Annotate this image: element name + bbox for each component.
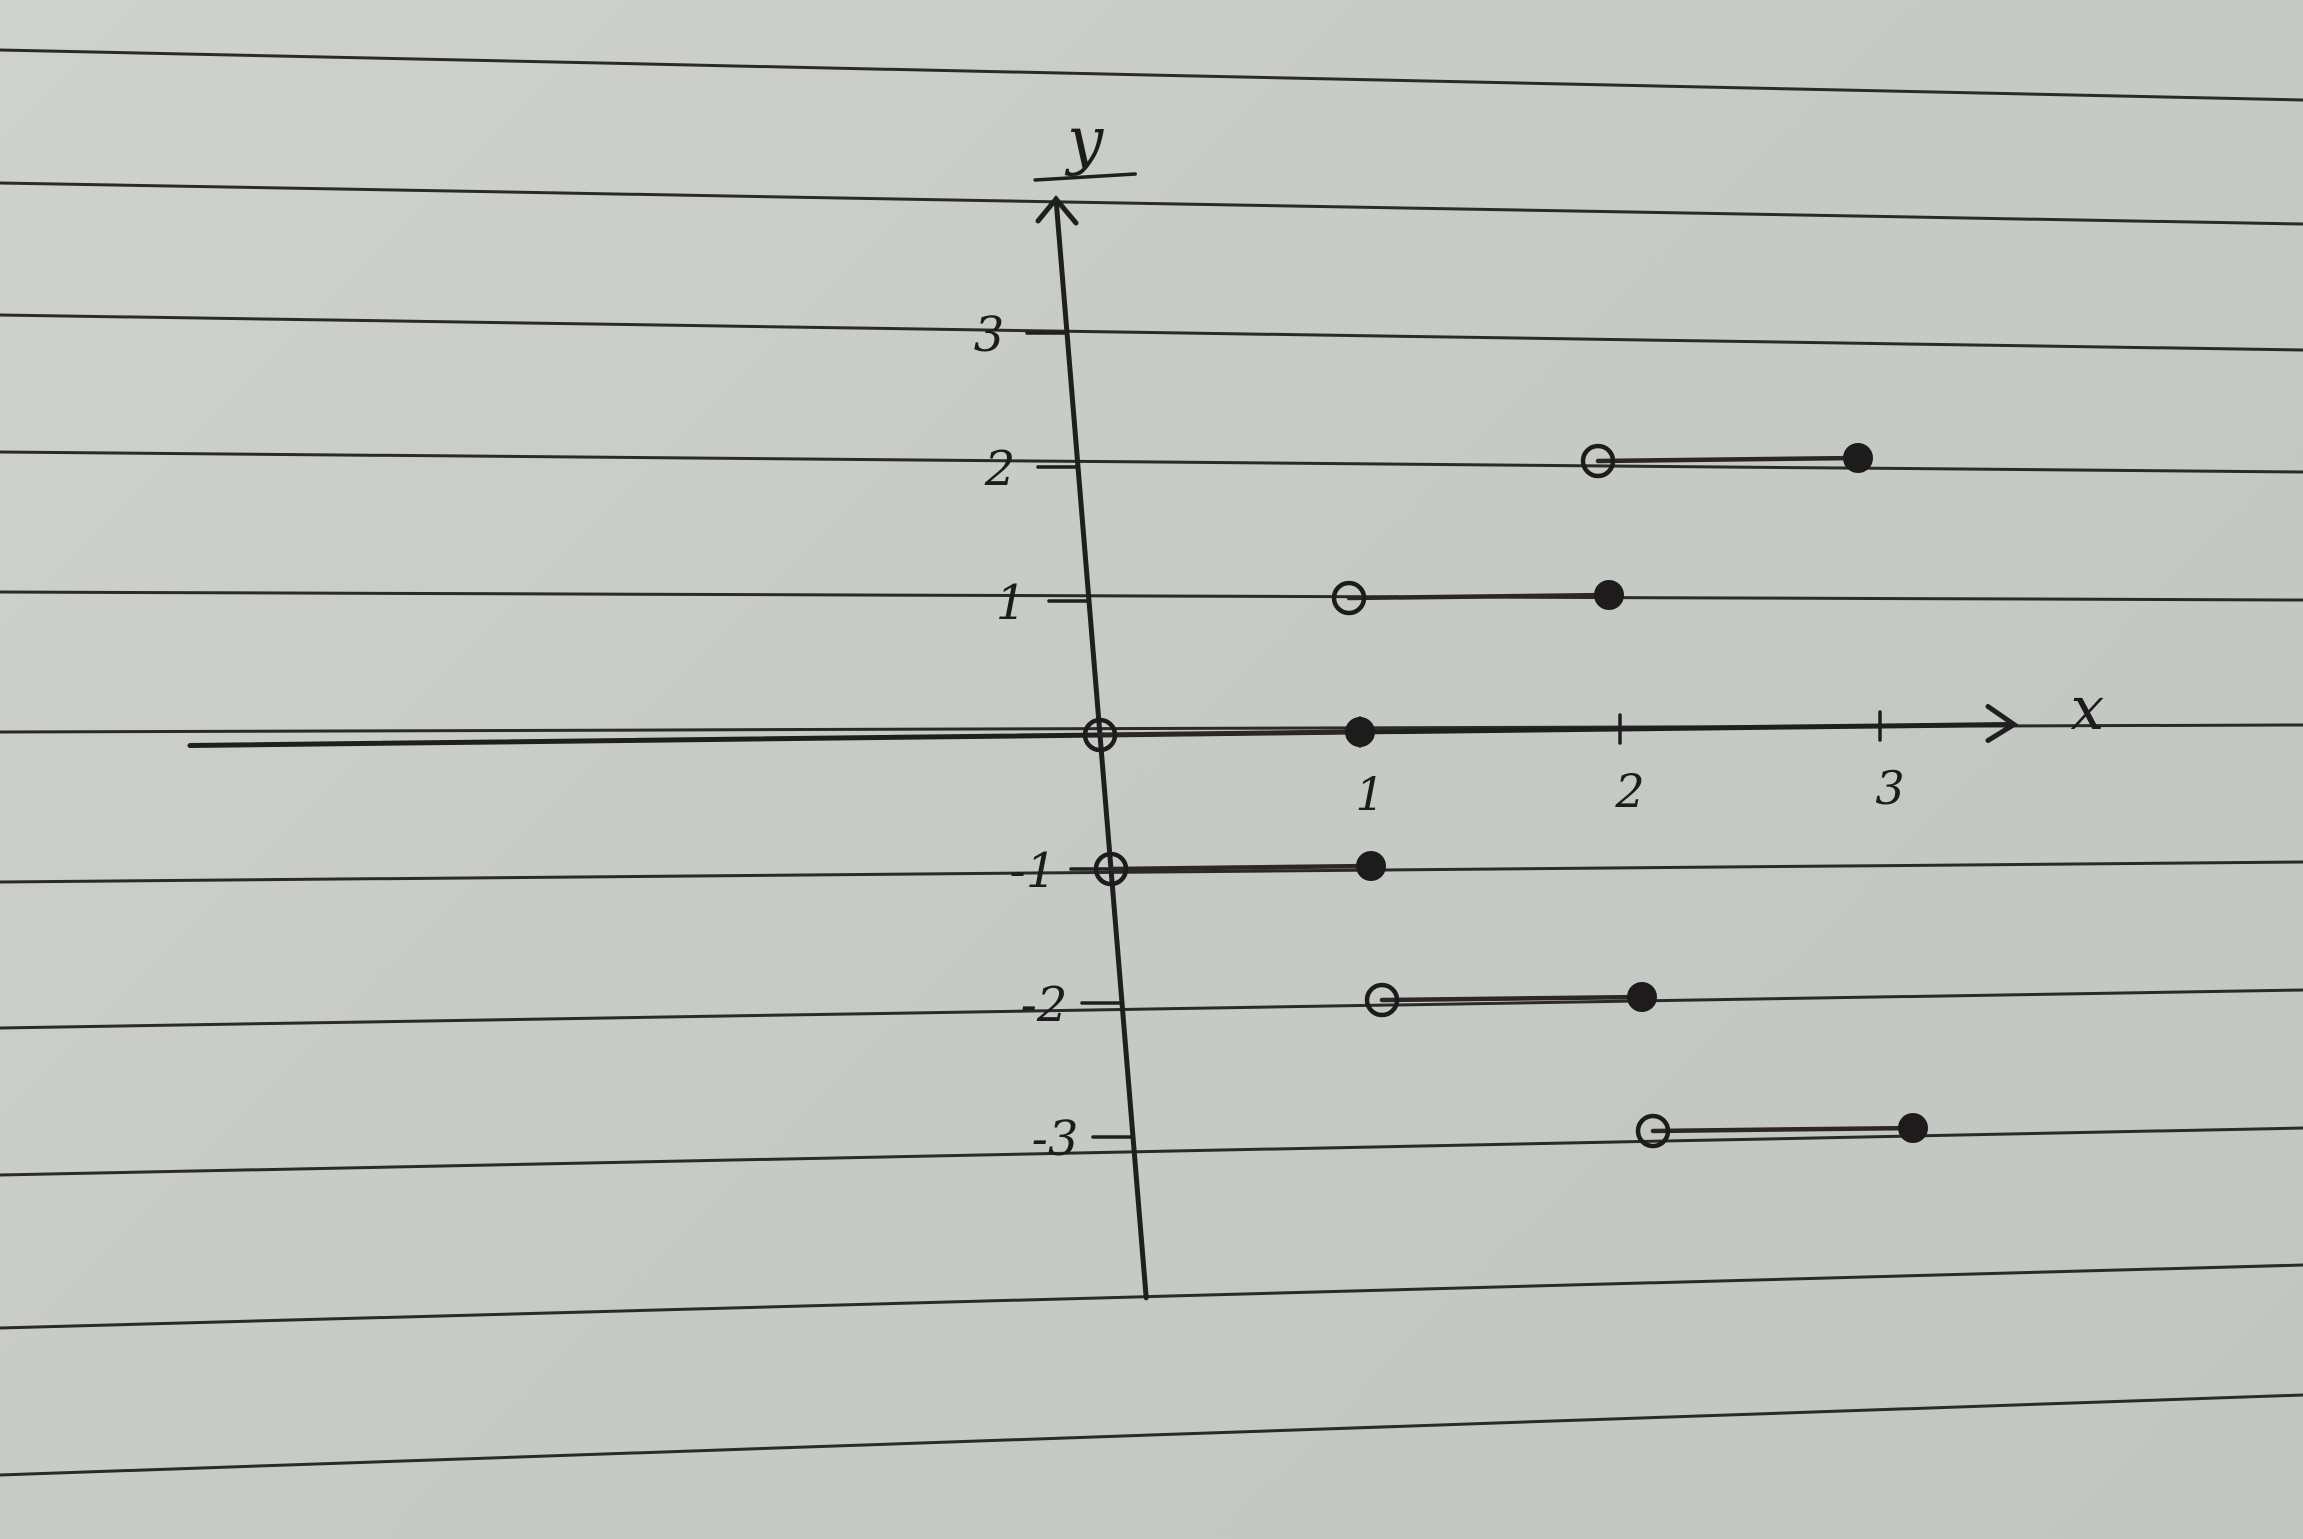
closed-endpoint-end (1627, 982, 1657, 1012)
x-tick-label: 2 (1614, 764, 1644, 818)
ruled-line (0, 988, 2303, 1030)
ruled-line (0, 1393, 2303, 1477)
y-tick-label: -2 (1021, 977, 1068, 1033)
y-axis-arrowhead (1035, 195, 1079, 226)
ruled-line (0, 860, 2303, 884)
closed-endpoint-end (1594, 580, 1624, 610)
step-segments (1082, 443, 1928, 1149)
x-tick-label: 3 (1875, 761, 1904, 815)
closed-endpoint-end (1345, 717, 1375, 747)
open-endpoint-start (1580, 443, 1616, 479)
step-segment-5 (1635, 1113, 1928, 1149)
closed-endpoint-end (1898, 1113, 1928, 1143)
ruled-line (0, 48, 2303, 102)
step-segment-3 (1093, 851, 1386, 887)
segment-line (1097, 729, 1363, 738)
y-tick-label: 2 (984, 441, 1016, 497)
x-tick-label: 1 (1355, 767, 1384, 821)
closed-endpoint-end (1843, 443, 1873, 473)
axis-labels: 1 2 3 3 2 1 -1 -2 -3 x y (974, 104, 2105, 1167)
open-endpoint-start (1082, 717, 1118, 753)
open-endpoint-start (1635, 1113, 1671, 1149)
open-endpoint-start (1364, 982, 1400, 1018)
open-endpoint-start (1331, 580, 1367, 616)
ruled-line (0, 450, 2303, 474)
y-tick-label: -3 (1032, 1111, 1079, 1167)
segment-line (1379, 994, 1645, 1003)
ruled-line (0, 1263, 2303, 1330)
x-axis-label: x (2071, 674, 2105, 744)
y-tick-label: 1 (996, 575, 1027, 631)
step-segment-1 (1331, 580, 1624, 616)
ruled-line (0, 181, 2303, 226)
ruled-line (0, 590, 2303, 602)
y-axis-label-underline (1033, 172, 1137, 182)
segment-line (1108, 863, 1374, 872)
ruled-line (0, 313, 2303, 352)
y-axis-label: y (1064, 104, 1104, 178)
notebook-ruled-lines (0, 48, 2303, 1477)
segment-line (1650, 1125, 1916, 1134)
x-axis-arrowhead (1985, 704, 2019, 743)
y-tick-label: 3 (974, 307, 1005, 363)
step-segment-0 (1580, 443, 1873, 479)
step-segment-2 (1082, 717, 1375, 753)
step-segment-4 (1364, 982, 1657, 1018)
open-endpoint-start (1093, 851, 1129, 887)
closed-endpoint-end (1356, 851, 1386, 881)
y-tick-label: -1 (1010, 843, 1057, 899)
segment-line (1595, 455, 1861, 464)
ruled-line (0, 1126, 2303, 1177)
segment-line (1346, 592, 1612, 601)
